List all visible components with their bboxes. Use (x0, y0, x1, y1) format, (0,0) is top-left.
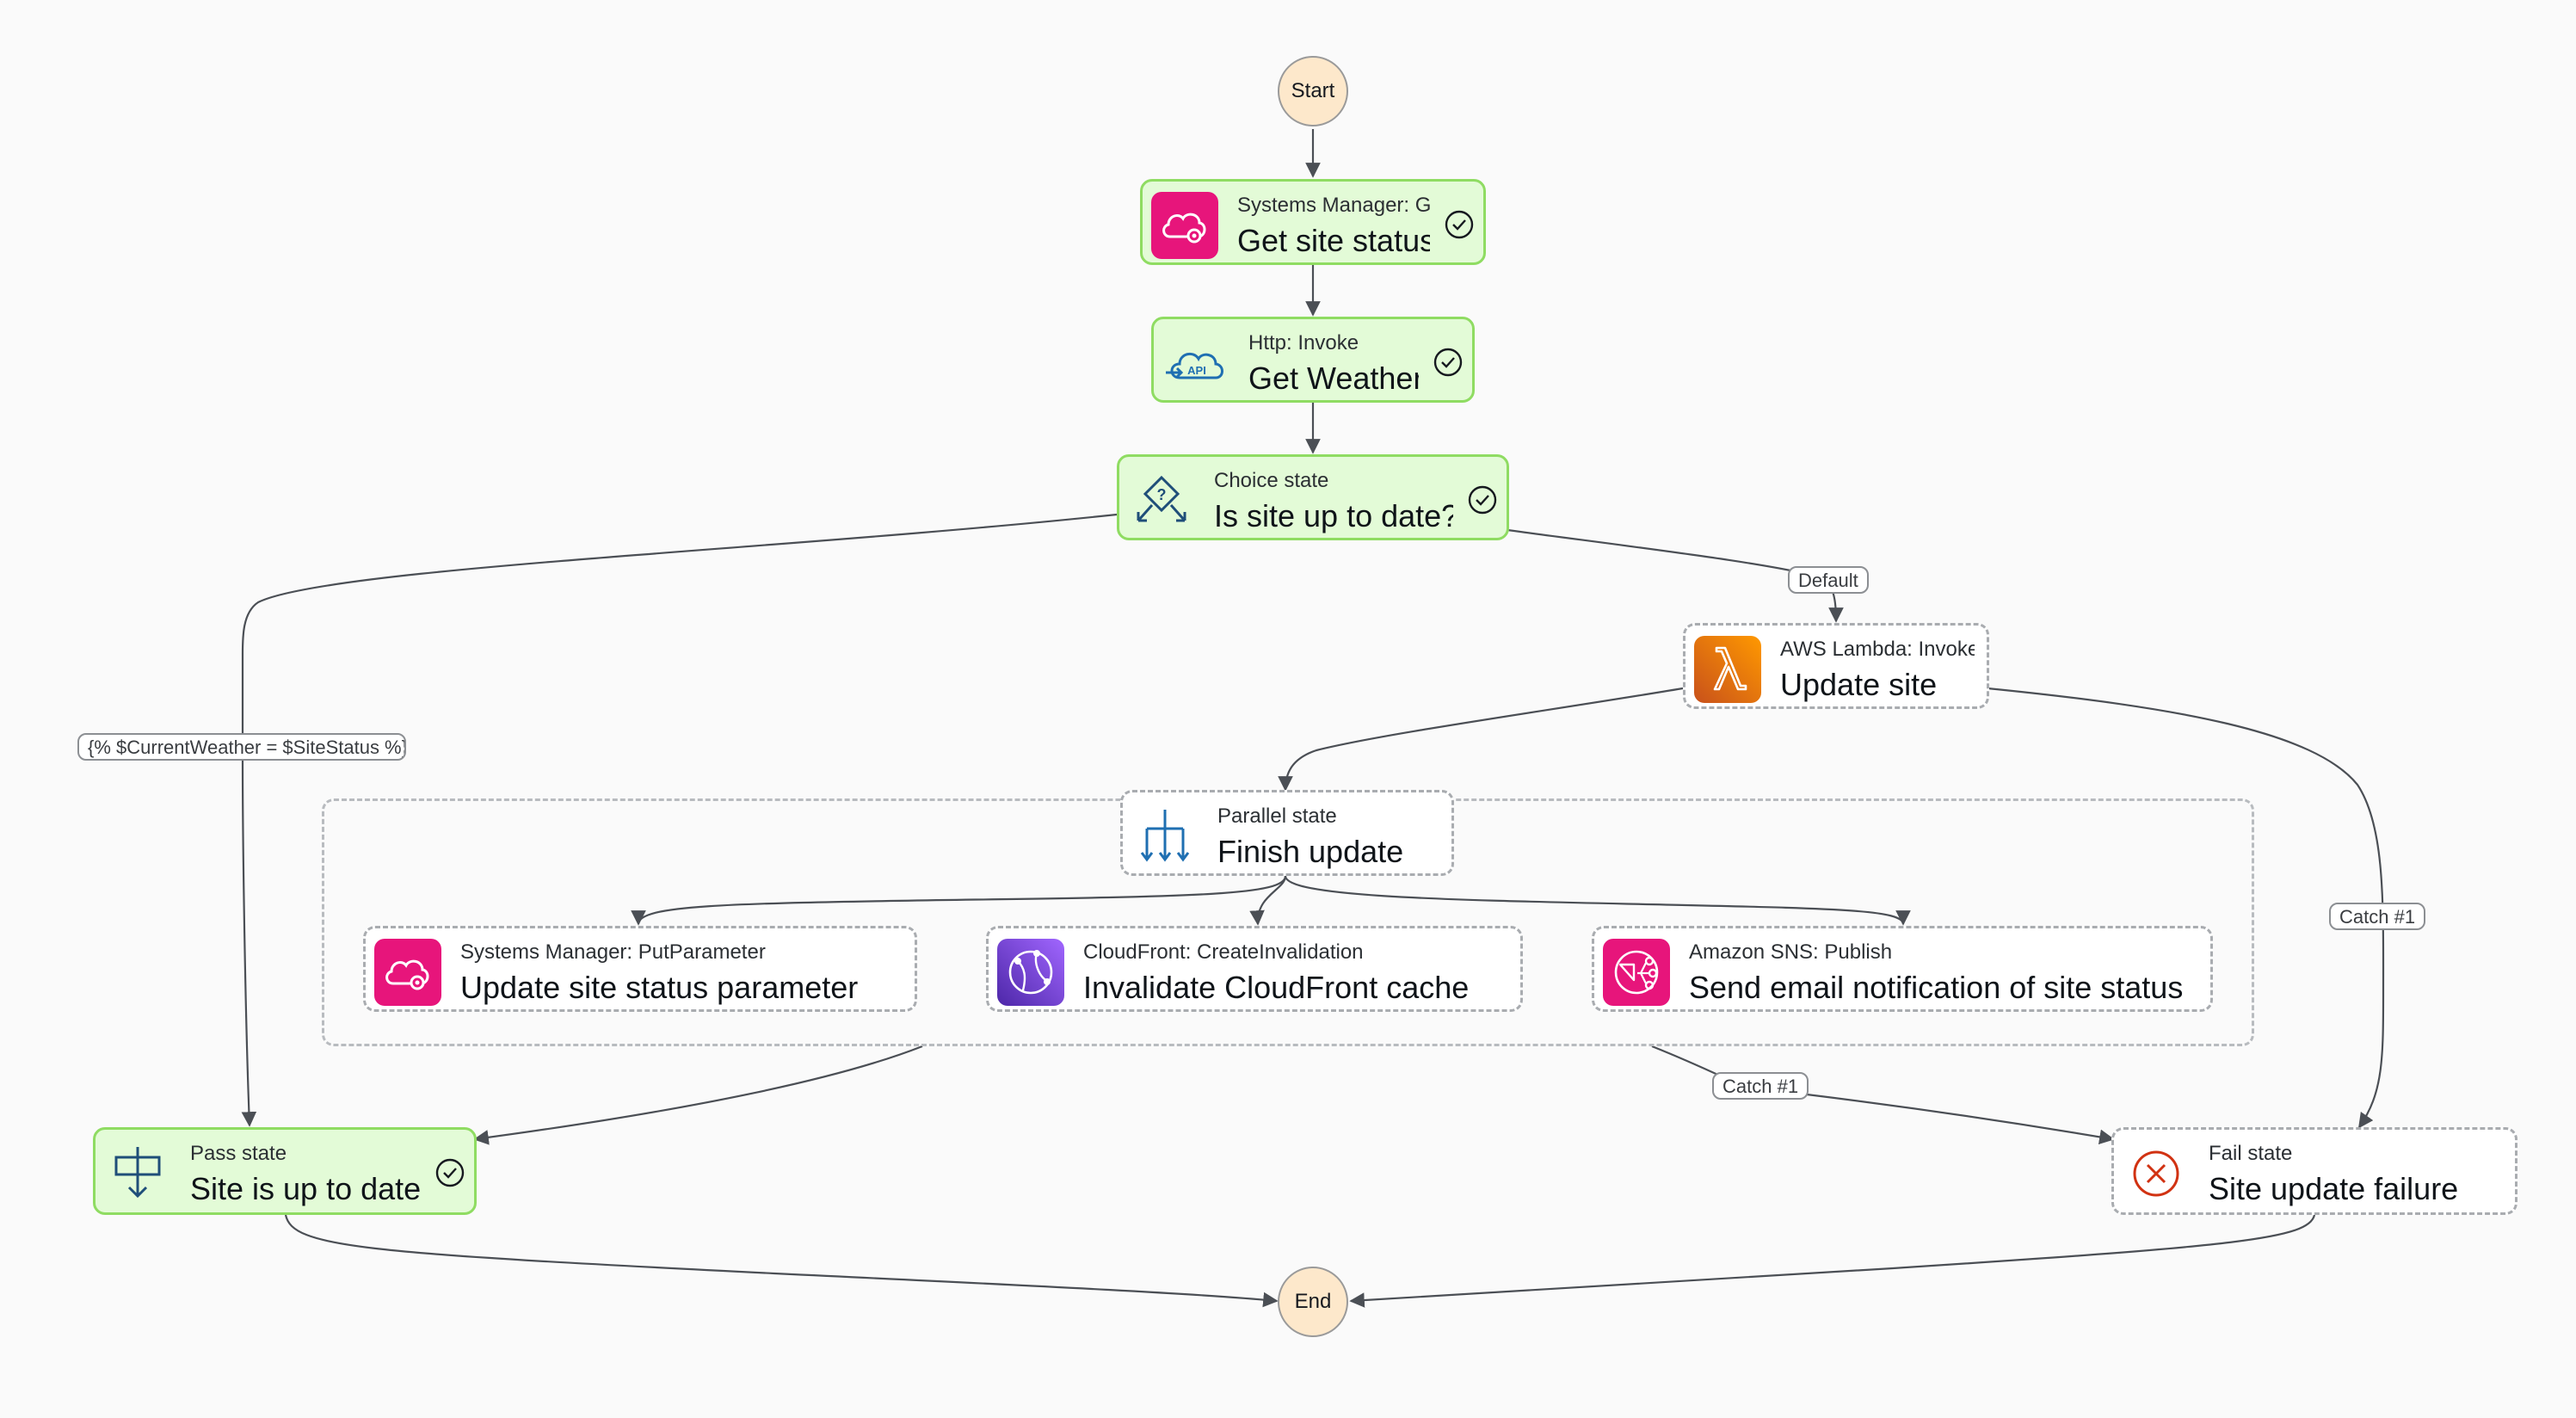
edge-choice-to-pass-state (241, 513, 1118, 1127)
state-site-update-failure[interactable]: Fail state Site update failure (2111, 1127, 2517, 1215)
api-cloud-icon: API (1162, 330, 1229, 397)
edge-finish-to-update-param (631, 875, 1287, 926)
state-title: Update site status parameter (460, 970, 859, 1005)
cloudfront-icon (997, 939, 1064, 1006)
state-finish-update[interactable]: Parallel state Finish update (1120, 790, 1454, 876)
state-title: Finish update (1217, 834, 1404, 869)
state-type-label: Choice state (1214, 469, 1329, 492)
lambda-icon (1694, 636, 1761, 703)
parallel-icon (1131, 803, 1199, 870)
state-type-label: Fail state (2209, 1142, 2293, 1165)
systems-manager-icon (1151, 192, 1218, 259)
end-label: End (1294, 1290, 1332, 1313)
check-circle-icon (1467, 484, 1498, 515)
state-type-label: Systems Manager: PutParameter (460, 940, 766, 964)
state-title: Site update failure (2209, 1171, 2459, 1206)
state-update-site[interactable]: AWS Lambda: Invoke Update site (1683, 623, 1989, 709)
state-title: Send email notification of site status (1689, 970, 2184, 1005)
check-circle-icon (434, 1157, 465, 1188)
state-type-label: Parallel state (1217, 805, 1337, 828)
pass-icon (104, 1140, 171, 1207)
state-send-email-notification[interactable]: Amazon SNS: Publish Send email notificat… (1592, 926, 2213, 1012)
state-title: Update site (1780, 667, 1938, 702)
edge-label-catch-lambda[interactable]: Catch #1 (2329, 903, 2426, 930)
check-circle-icon (1433, 347, 1464, 378)
edge-pass-state-to-end (284, 1214, 1279, 1308)
state-type-label: Http: Invoke (1248, 331, 1359, 354)
state-type-label: AWS Lambda: Invoke (1780, 638, 1975, 661)
edge-fail-state-to-end (1349, 1214, 2316, 1308)
sns-icon (1603, 939, 1670, 1006)
state-type-label: Amazon SNS: Publish (1689, 940, 1893, 964)
state-site-is-up-to-date[interactable]: Pass state Site is up to date (93, 1127, 477, 1215)
state-get-site-status[interactable]: Systems Manager: GetParameter Get site s… (1140, 179, 1486, 265)
edge-finish-to-send-email (1284, 875, 1911, 926)
systems-manager-icon (374, 939, 441, 1006)
state-title: Get site status (1237, 223, 1430, 258)
edge-parallel-to-pass-state (473, 1045, 923, 1145)
fail-icon (2123, 1140, 2190, 1207)
state-update-site-status-parameter[interactable]: Systems Manager: PutParameter Update sit… (363, 926, 917, 1012)
state-type-label: CloudFront: CreateInvalidation (1083, 940, 1364, 964)
edge-update-site-to-finish-update (1278, 687, 1684, 792)
state-type-label: Systems Manager: GetParameter (1237, 194, 1430, 217)
state-title: Get Weather (1248, 361, 1419, 396)
state-is-site-up-to-date[interactable]: ? Choice state Is site up to date? (1117, 454, 1509, 540)
start-label: Start (1291, 79, 1335, 102)
start-node[interactable]: Start (1278, 56, 1348, 126)
state-invalidate-cloudfront-cache[interactable]: CloudFront: CreateInvalidation Invalidat… (986, 926, 1523, 1012)
state-title: Invalidate CloudFront cache (1083, 970, 1470, 1005)
edge-label-default[interactable]: Default (1788, 566, 1869, 594)
choice-diamond-icon: ? (1128, 467, 1195, 534)
state-title: Is site up to date? (1214, 498, 1453, 533)
edge-label-condition[interactable]: {% $CurrentWeather = $SiteStatus %} (77, 733, 406, 761)
edge-finish-to-invalidate-cache (1249, 875, 1287, 926)
state-title: Site is up to date (190, 1171, 421, 1206)
check-circle-icon (1444, 209, 1475, 240)
end-node[interactable]: End (1278, 1267, 1348, 1337)
edge-update-site-to-fail-state (1987, 687, 2385, 1129)
svg-text:API: API (1187, 364, 1206, 377)
edge-choice-to-update-site (1507, 528, 1844, 623)
svg-text:?: ? (1157, 486, 1167, 503)
state-type-label: Pass state (190, 1142, 287, 1165)
edge-label-catch-parallel[interactable]: Catch #1 (1712, 1072, 1809, 1100)
state-get-weather[interactable]: API Http: Invoke Get Weather (1151, 317, 1475, 403)
